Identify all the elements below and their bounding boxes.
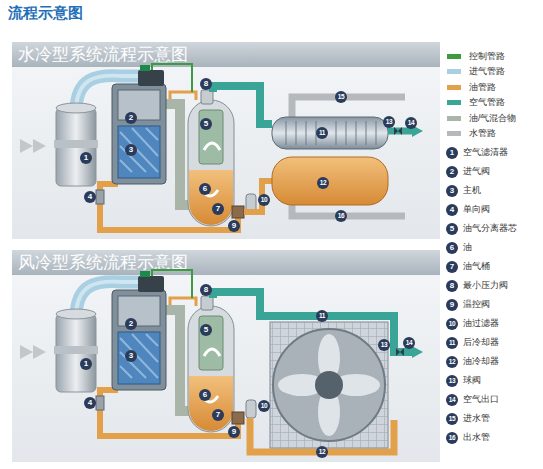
legend-swatch: [447, 100, 461, 105]
legend-swatch: [447, 131, 461, 136]
panel-header: 风冷型系统流程示意图: [12, 250, 440, 275]
legend-text: 油管路: [469, 82, 496, 93]
callout-number: 14: [403, 337, 415, 349]
water-cooled-parts: [394, 127, 402, 135]
legend-text: 空气管路: [469, 97, 505, 108]
callout-number: 3: [125, 350, 137, 362]
callout-number: 5: [200, 324, 212, 336]
legend-row: 水管路: [447, 129, 537, 139]
list-number: 1: [446, 147, 458, 159]
callout-number: 11: [316, 127, 328, 139]
part-name: 温控阀: [463, 299, 490, 311]
callout-number: 6: [199, 389, 211, 401]
part-name: 进水管: [463, 413, 490, 425]
callout-number: 9: [228, 426, 240, 438]
air-cooled-parts: [315, 371, 343, 399]
legend-swatch: [447, 69, 461, 74]
callout-number: 10: [258, 194, 270, 206]
callout-number: 8: [200, 284, 212, 296]
callout-number: 1: [80, 358, 92, 370]
part-name: 油过滤器: [463, 318, 499, 330]
list-number: 8: [446, 280, 458, 292]
part-name: 后冷却器: [463, 337, 499, 349]
callout-number: 4: [84, 397, 96, 409]
callout-number: 9: [228, 220, 240, 232]
air-cooled-parts: [270, 322, 388, 448]
legend-swatch: [447, 116, 461, 121]
part-name: 油: [463, 242, 472, 254]
callout-number: 3: [125, 144, 137, 156]
list-number: 11: [446, 337, 458, 349]
part-name: 油冷却器: [463, 356, 499, 368]
callout-number: 4: [84, 191, 96, 203]
list-number: 13: [446, 375, 458, 387]
part-name: 空气滤清器: [463, 147, 508, 159]
water-cooled-parts: [272, 157, 388, 205]
callout-number: 15: [335, 91, 347, 103]
page-title: 流程示意图: [8, 4, 83, 23]
legend-row: 控制管路: [447, 52, 537, 62]
callout-number: 7: [212, 409, 224, 421]
callout-number: 12: [316, 446, 328, 458]
callout-number: 13: [383, 116, 395, 128]
legend-row: 进气管路: [447, 67, 537, 77]
legend-swatch: [447, 54, 461, 59]
callout-number: 1: [80, 152, 92, 164]
list-number: 15: [446, 413, 458, 425]
list-number: 6: [446, 242, 458, 254]
callout-number: 2: [125, 112, 137, 124]
legend-row: 油/气混合物: [447, 114, 537, 124]
callout-number: 11: [316, 310, 328, 322]
list-number: 4: [446, 204, 458, 216]
callout-number: 10: [258, 400, 270, 412]
part-name: 最小压力阀: [463, 280, 508, 292]
callout-number: 13: [378, 339, 390, 351]
list-number: 16: [446, 432, 458, 444]
legend-text: 水管路: [469, 128, 496, 139]
air-cooled-parts: [270, 322, 388, 448]
part-name: 主机: [463, 185, 481, 197]
list-number: 5: [446, 223, 458, 235]
list-number: 12: [446, 356, 458, 368]
part-name: 空气出口: [463, 394, 499, 406]
list-number: 14: [446, 394, 458, 406]
water-cooled-parts: [272, 117, 388, 149]
list-number: 3: [446, 185, 458, 197]
legend-swatch: [447, 85, 461, 90]
air-cooled-parts: [273, 329, 385, 441]
callout-number: 14: [405, 117, 417, 129]
callout-number: 12: [317, 177, 329, 189]
part-name: 出水管: [463, 432, 490, 444]
part-name: 油气桶: [463, 261, 490, 273]
callout-number: 16: [335, 210, 347, 222]
list-number: 10: [446, 318, 458, 330]
list-number: 7: [446, 261, 458, 273]
callout-number: 6: [199, 183, 211, 195]
part-name: 油气分离器芯: [463, 223, 517, 235]
legend-text: 控制管路: [469, 51, 505, 62]
panel-header: 水冷型系统流程示意图: [12, 42, 440, 67]
list-number: 2: [446, 166, 458, 178]
air-cooled-parts: [396, 348, 404, 356]
part-name: 单向阀: [463, 204, 490, 216]
callout-number: 5: [200, 118, 212, 130]
water-cooled-parts: [286, 121, 376, 145]
list-number: 9: [446, 299, 458, 311]
legend-row: 空气管路: [447, 98, 537, 108]
part-name: 球阀: [463, 375, 481, 387]
legend-text: 进气管路: [469, 66, 505, 77]
callout-number: 2: [125, 318, 137, 330]
legend-text: 油/气混合物: [469, 113, 516, 124]
part-name: 进气阀: [463, 166, 490, 178]
legend-row: 油管路: [447, 83, 537, 93]
callout-number: 8: [200, 78, 212, 90]
callout-number: 7: [212, 203, 224, 215]
